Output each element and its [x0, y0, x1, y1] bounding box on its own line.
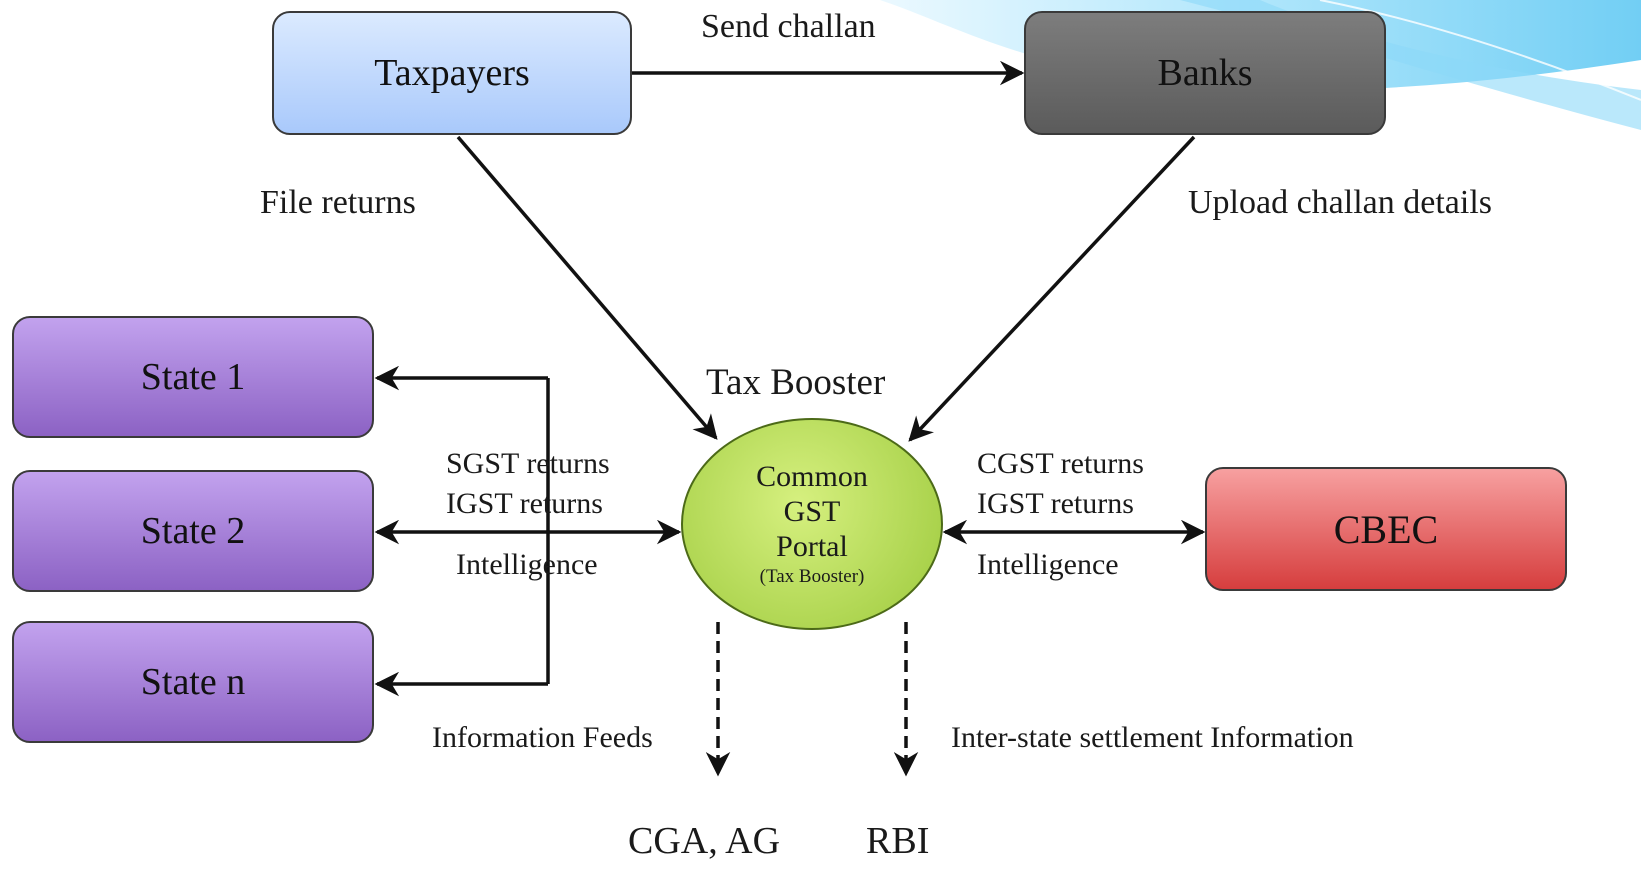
information-feeds-label: Information Feeds: [432, 721, 653, 754]
cbec-node: CBEC: [1205, 467, 1567, 591]
intelligence-right-label: Intelligence: [977, 548, 1119, 581]
state-2-node: State 2: [12, 470, 374, 592]
igst-returns-left-label: IGST returns: [446, 487, 603, 520]
interstate-info-label: Inter-state settlement Information: [951, 721, 1354, 754]
state-n-node: State n: [12, 621, 374, 743]
igst-returns-right-label: IGST returns: [977, 487, 1134, 520]
intelligence-left-label: Intelligence: [456, 548, 598, 581]
portal-line-1: Common: [756, 459, 868, 493]
common-gst-portal-node: Common GST Portal (Tax Booster): [681, 418, 943, 630]
state-2-label: State 2: [140, 510, 246, 552]
portal-line-2: GST: [783, 494, 841, 528]
sgst-returns-label: SGST returns: [446, 447, 610, 480]
tax-booster-heading: Tax Booster: [706, 362, 886, 403]
state-1-label: State 1: [140, 356, 246, 398]
state-n-label: State n: [140, 661, 246, 703]
upload-challan-label: Upload challan details: [1188, 184, 1493, 221]
portal-line-3: Portal: [776, 530, 848, 564]
rbi-label: RBI: [866, 820, 930, 862]
cgst-returns-label: CGST returns: [977, 447, 1144, 480]
file-returns-label: File returns: [260, 184, 416, 221]
banks-node: Banks: [1024, 11, 1386, 135]
cbec-label: CBEC: [1333, 506, 1439, 552]
banks-label: Banks: [1157, 52, 1253, 94]
portal-subtitle: (Tax Booster): [759, 565, 865, 587]
state-1-node: State 1: [12, 316, 374, 438]
cga-ag-label: CGA, AG: [628, 820, 781, 862]
arrow-file-returns: [456, 135, 718, 440]
send-challan-label: Send challan: [701, 8, 876, 45]
taxpayers-node: Taxpayers: [272, 11, 632, 135]
taxpayers-label: Taxpayers: [374, 52, 530, 94]
arrow-upload-challan: [908, 135, 1196, 442]
